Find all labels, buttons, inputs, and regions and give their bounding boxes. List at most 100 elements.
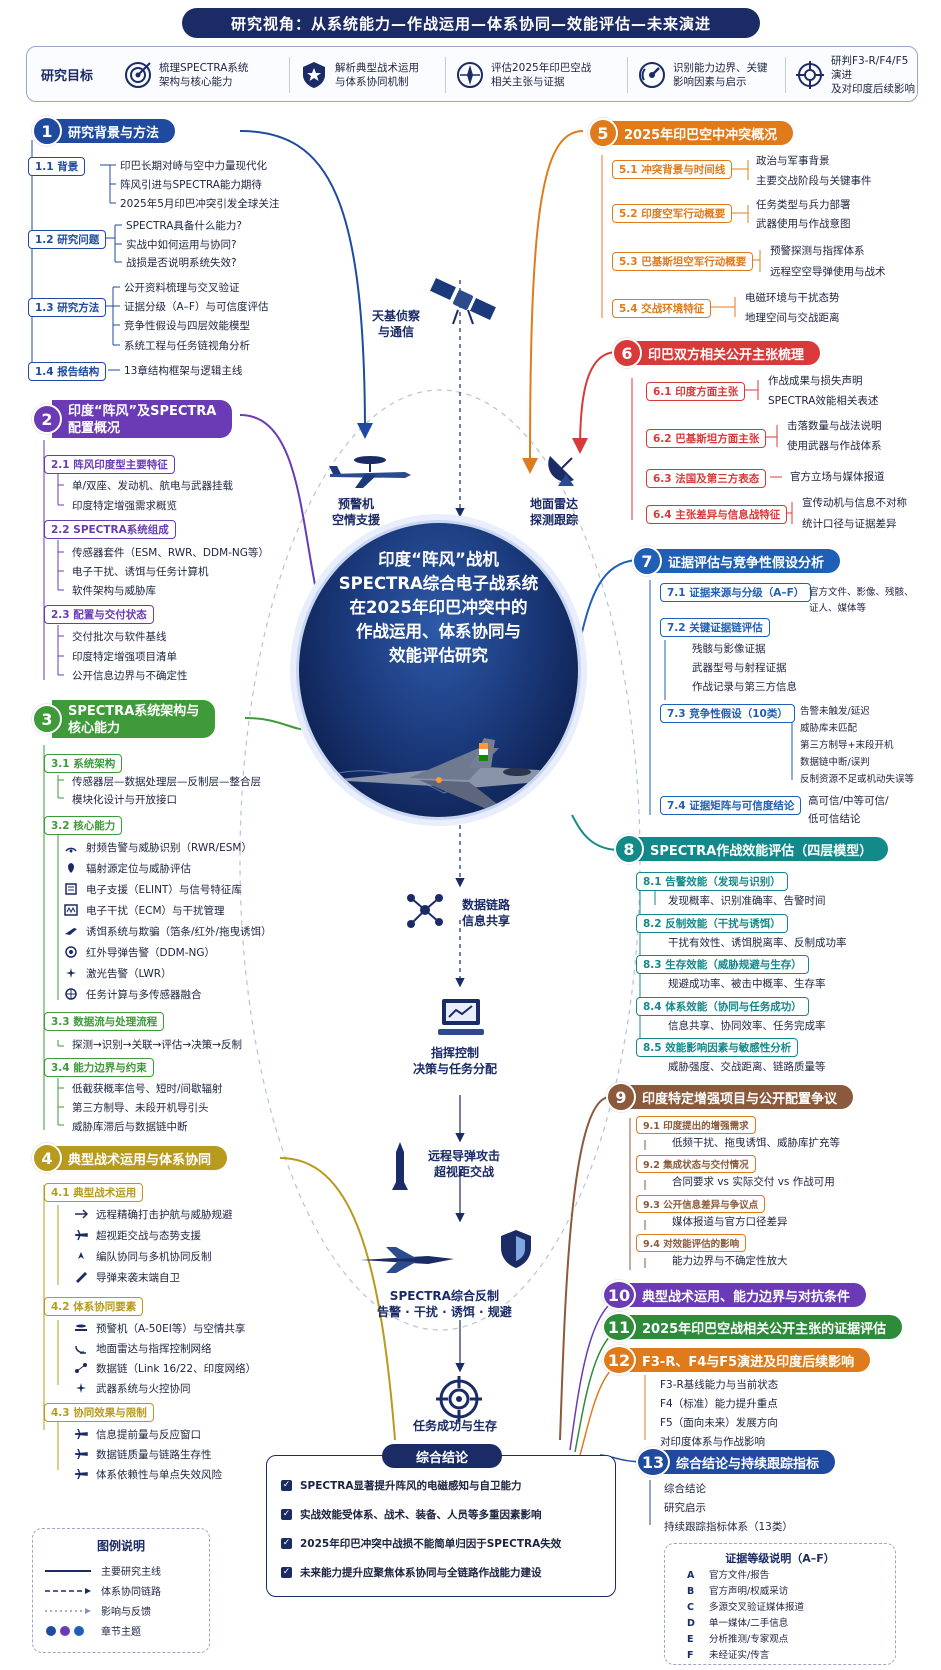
leaf-item: 竞争性假设与四层效能模型	[124, 320, 250, 332]
conclusion-text: 2025年印巴冲突中战损不能简单归因于SPECTRA失效	[300, 1538, 562, 1550]
leaf-item: SPECTRA具备什么能力?	[126, 220, 243, 232]
goal-line: 架构与核心能力	[159, 76, 233, 88]
subsection-label: 5.2 印度空军行动概要	[612, 204, 733, 223]
section-number: 4	[32, 1143, 62, 1173]
subsection-label: 9.4 对效能评估的影响	[636, 1234, 747, 1252]
radar-warning-icon	[65, 847, 77, 853]
legend-row: 体系协同链路	[45, 1583, 161, 1598]
leaf-text: 导弹来袭末端自卫	[96, 1272, 180, 1284]
section-13-header: 13 综合结论与持续跟踪指标	[636, 1447, 836, 1477]
subsection-label: 4.1 典型战术运用	[44, 1183, 144, 1202]
location-pin-icon	[68, 863, 74, 873]
leaf-text: 地面雷达与指挥控制网络	[96, 1343, 212, 1355]
subsection-label: 5.3 巴基斯坦空军行动概要	[612, 252, 754, 271]
leaf-item: 信息共享、协同效率、任务完成率	[668, 1020, 826, 1032]
leaf-item: 低频干扰、拖曳诱饵、威胁库扩充等	[672, 1137, 840, 1149]
leaf-item: 合同要求 vs 实际交付 vs 作战可用	[672, 1176, 835, 1188]
leaf-item: 证据分级（A–F）与可信度评估	[124, 301, 269, 313]
legend-label: 主要研究主线	[101, 1567, 161, 1578]
flow-label-line: 告警 · 干扰 · 诱饵 · 规避	[377, 1305, 512, 1319]
grade-value: 多源交叉验证媒体报道	[709, 1602, 805, 1613]
flow-label-line: 地面雷达	[530, 497, 579, 511]
compass-icon	[457, 62, 483, 88]
leaf-item: 预警探测与指挥体系	[770, 245, 865, 257]
section-title: SPECTRA系统架构与核心能力	[52, 700, 216, 738]
section-5-header: 5 2025年印巴空中冲突概况	[588, 118, 794, 148]
leaf-item: 远程精确打击护航与威胁规避	[74, 1207, 233, 1222]
goal-item: 识别能力边界、关键影响因素与启示	[637, 55, 768, 95]
legend-label: 影响与反馈	[101, 1607, 151, 1618]
leaf-text: 电子支援（ELINT）与信号特征库	[86, 884, 242, 896]
leaf-item: 信息提前量与反应窗口	[74, 1427, 201, 1442]
section-title: 证据评估与竞争性假设分析	[652, 549, 841, 573]
leaf-item: 诱饵系统与欺骗（箔条/红外/拖曳诱饵）	[64, 924, 272, 939]
section-title: 综合结论与持续跟踪指标	[660, 1450, 836, 1474]
weapon-icon	[76, 1383, 86, 1393]
dashed-line-swatch	[45, 1587, 91, 1594]
leaf-item: 预警机（A-50EI等）与空情共享	[74, 1321, 245, 1336]
star-shield-icon	[303, 62, 325, 88]
divider	[289, 57, 290, 93]
goal-line: 研判F3-R/F4/F5演进	[831, 55, 909, 81]
leaf-item: 政治与军事背景	[756, 155, 830, 167]
leaf-item: 单/双座、发动机、航电与武器挂载	[72, 480, 234, 492]
leaf-text: 红外导弹告警（DDM-NG）	[86, 947, 216, 959]
leaf-item: 数据链（Link 16/22、印度网络）	[74, 1361, 256, 1376]
leaf-item: SPECTRA效能相关表述	[768, 395, 879, 407]
leaf-text: 电子干扰（ECM）与干扰管理	[86, 905, 225, 917]
section-number: 3	[32, 704, 62, 734]
research-goals-bar: 研究目标 梳理SPECTRA系统架构与核心能力 解析典型战术运用与体系协同机制 …	[26, 46, 918, 102]
grade-key: C	[687, 1602, 694, 1613]
section-12-header: 12 F3-R、F4与F5演进及印度后续影响	[602, 1345, 871, 1375]
leaf-text: 任务计算与多传感器融合	[86, 989, 202, 1001]
leaf-text: 诱饵系统与欺骗（箔条/红外/拖曳诱饵）	[86, 926, 272, 938]
leaf-text: 预警机（A-50EI等）与空情共享	[96, 1323, 246, 1335]
leaf-item: 武器使用与作战意图	[756, 218, 851, 230]
subsection-label: 7.4 证据矩阵与可信度结论	[660, 796, 802, 815]
leaf-item: 统计口径与证据差异	[802, 518, 897, 530]
subsection-label: 1.1 背景	[28, 157, 86, 176]
section-title: SPECTRA作战效能评估（四层模型）	[634, 837, 889, 861]
section-number: 10	[602, 1280, 636, 1310]
leaf-item: 作战记录与第三方信息	[692, 681, 797, 693]
subsection-label: 5.4 交战环境特征	[612, 299, 712, 318]
section-number: 12	[602, 1345, 636, 1375]
flow-label-line: 指挥控制	[431, 1046, 480, 1060]
section-title: F3-R、F4与F5演进及印度后续影响	[626, 1348, 871, 1372]
grade-value: 单一媒体/二手信息	[709, 1618, 789, 1629]
jet-silhouette-icon	[360, 1247, 454, 1273]
center-title-line: SPECTRA综合电子战系统	[338, 574, 539, 593]
leaf-item: 2025年5月印巴冲突引发全球关注	[120, 198, 280, 210]
flow-label-line: SPECTRA综合反制	[389, 1289, 499, 1303]
divider	[445, 57, 446, 93]
decoy-icon	[65, 928, 77, 935]
leaf-item: 印度特定增强项目清单	[72, 651, 177, 663]
solid-line-swatch	[45, 1569, 91, 1572]
leaf-item: 编队协同与多机协同反制	[74, 1249, 212, 1264]
flow-label-c2: 指挥控制决策与任务分配	[413, 1045, 497, 1077]
grade-value: 官方文件/报告	[709, 1570, 770, 1581]
section-8-header: 8 SPECTRA作战效能评估（四层模型）	[614, 834, 889, 864]
leaf-item: 激光告警（LWR）	[64, 966, 172, 981]
leaf-item: 低可信结论	[808, 813, 861, 825]
leaf-item: 超视距交战与态势支援	[74, 1228, 201, 1243]
section-6-header: 6 印巴双方相关公开主张梳理	[612, 338, 821, 368]
leaf-item: 导弹来袭末端自卫	[74, 1270, 180, 1285]
subsection-label: 3.1 系统架构	[44, 754, 123, 773]
leaf-text: 射频告警与威胁识别（RWR/ESM）	[86, 842, 252, 854]
leaf-item: F3-R基线能力与当前状态	[660, 1379, 779, 1391]
leaf-item: 对印度体系与作战影响	[660, 1436, 765, 1448]
ground-radar-dish-icon	[548, 456, 574, 486]
leaf-item: 公开资料梳理与交叉验证	[124, 282, 240, 294]
flow-label-line: 空情支援	[332, 513, 381, 527]
grade-key: F	[687, 1650, 694, 1661]
subsection-label: 3.2 核心能力	[44, 816, 123, 835]
conclusion-item: ✓SPECTRA显著提升阵风的电磁感知与自卫能力	[281, 1478, 522, 1493]
leaf-item: 作战成果与损失声明	[768, 375, 863, 387]
section-number: 9	[606, 1082, 636, 1112]
leaf-text: 编队协同与多机协同反制	[96, 1251, 212, 1263]
conclusion-text: SPECTRA显著提升阵风的电磁感知与自卫能力	[300, 1480, 522, 1492]
goal-item: 梳理SPECTRA系统架构与核心能力	[123, 55, 248, 95]
